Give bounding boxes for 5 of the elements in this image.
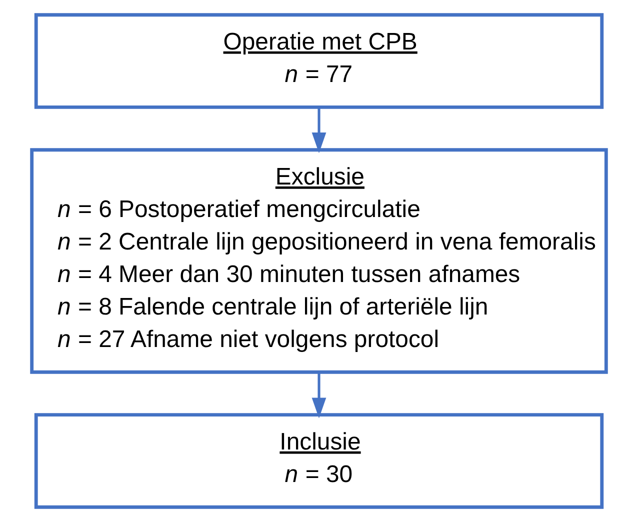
arrow bbox=[311, 372, 326, 418]
node-box: Operatie met CPB n = 77 bbox=[34, 13, 604, 109]
node-box: Inclusie n = 30 bbox=[34, 413, 604, 509]
node-box: Exclusie n = 6 Postoperatief mengcirculatie n = 2 Centrale lijn gepositioneerd in vena femoralis n = 4 Meer dan 30 minuten tussen afnames n = 8 Falende centrale lijn of arteriële lijn n = 27 Afname niet volgens protocol bbox=[30, 148, 608, 374]
arrow bbox=[311, 107, 326, 154]
